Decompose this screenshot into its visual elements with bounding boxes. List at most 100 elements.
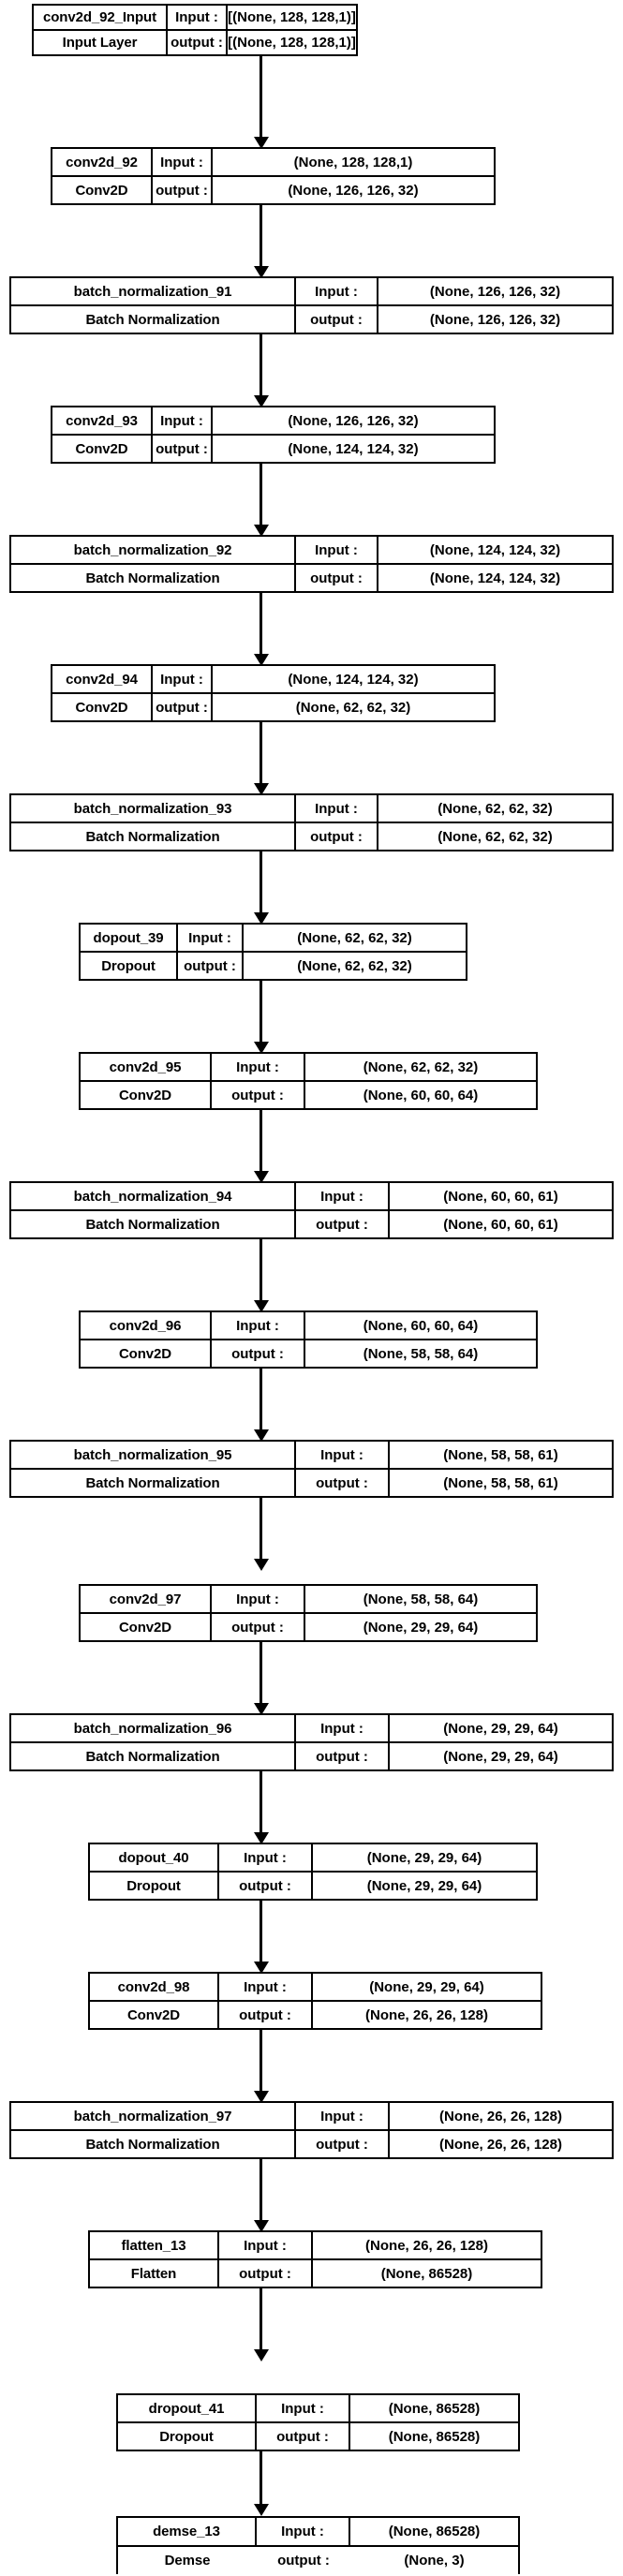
edge-12-13 [260,1642,262,1710]
input-shape: (None, 60, 60, 61) [443,1188,558,1205]
edge-6-7 [260,851,262,919]
arrowhead-4-5 [254,654,269,666]
node-batch-normalization-92[interactable]: batch_normalization_92 Input : (None, 12… [9,535,614,593]
io-label-input: Input : [257,2395,350,2421]
node-dropout-41[interactable]: dropout_41 Input : (None, 86528) Dropout… [116,2393,520,2451]
output-shape: (None, 86528) [380,2265,473,2282]
output-shape: (None, 124, 124, 32) [429,570,561,586]
node-row-input: demse_13 Input : (None, 86528) [118,2518,518,2547]
layer-name: batch_normalization_91 [11,278,296,304]
edge-1-2 [260,205,262,273]
edge-9-10 [260,1239,262,1307]
layer-type: Batch Normalization [11,2131,296,2157]
node-row-input: batch_normalization_92 Input : (None, 12… [11,537,612,565]
io-label-output: output : [296,1470,390,1496]
node-conv2d-96[interactable]: conv2d_96 Input : (None, 60, 60, 64) Con… [79,1310,538,1369]
output-shape: (None, 124, 124, 32) [288,440,419,457]
node-batch-normalization-97[interactable]: batch_normalization_97 Input : (None, 26… [9,2101,614,2159]
output-shape: (None, 62, 62, 32) [295,699,411,716]
arrowhead-7-8 [254,1042,269,1054]
node-batch-normalization-95[interactable]: batch_normalization_95 Input : (None, 58… [9,1440,614,1498]
edge-17-18 [260,2288,262,2356]
output-shape: (None, 62, 62, 32) [438,828,553,845]
layer-type: Batch Normalization [11,1743,296,1769]
input-shape: (None, 29, 29, 64) [443,1720,558,1737]
io-label-input: Input : [153,149,213,175]
node-row-output: Batch Normalization output : (None, 26, … [11,2131,612,2157]
layer-name: conv2d_92 [52,149,153,175]
edge-2-3 [260,334,262,402]
layer-type: Batch Normalization [11,1211,296,1237]
node-batch-normalization-94[interactable]: batch_normalization_94 Input : (None, 60… [9,1181,614,1239]
node-dopout-39[interactable]: dopout_39 Input : (None, 62, 62, 32) Dro… [79,923,467,981]
edge-11-12 [260,1498,262,1565]
node-row-input: conv2d_93 Input : (None, 126, 126, 32) [52,407,494,436]
output-shape: (None, 62, 62, 32) [297,957,412,974]
layer-type: Dropout [81,953,178,979]
node-row-output: Batch Normalization output : (None, 126,… [11,306,612,333]
node-row-input: conv2d_98 Input : (None, 29, 29, 64) [90,1974,541,2002]
edge-7-8 [260,981,262,1048]
io-label-input: Input : [153,666,213,692]
layer-name: demse_13 [118,2518,257,2545]
layer-type: Conv2D [52,694,153,720]
node-batch-normalization-91[interactable]: batch_normalization_91 Input : (None, 12… [9,276,614,334]
node-row-output: Conv2D output : (None, 126, 126, 32) [52,177,494,203]
arrowhead-11-12 [254,1559,269,1571]
arrowhead-3-4 [254,525,269,537]
layer-name: flatten_13 [90,2232,219,2258]
node-conv2d-95[interactable]: conv2d_95 Input : (None, 62, 62, 32) Con… [79,1052,538,1110]
node-demse-13[interactable]: demse_13 Input : (None, 86528) Demse out… [116,2516,520,2574]
layer-name: batch_normalization_96 [11,1715,296,1741]
arrowhead-16-17 [254,2220,269,2232]
layer-type: Conv2D [81,1614,212,1640]
io-label-input: Input : [296,795,378,822]
node-conv2d-92[interactable]: conv2d_92 Input : (None, 128, 128,1) Con… [51,147,496,205]
io-label-input: Input : [257,2518,350,2545]
arrowhead-0-1 [254,137,269,149]
node-row-output: Batch Normalization output : (None, 60, … [11,1211,612,1237]
arrowhead-15-16 [254,2091,269,2103]
layer-name: conv2d_97 [81,1586,212,1612]
node-row-output: Demse output : (None, 3) [118,2547,518,2574]
node-conv2d-97[interactable]: conv2d_97 Input : (None, 58, 58, 64) Con… [79,1584,538,1642]
io-label-output: output : [219,2002,313,2028]
layer-type: Flatten [90,2260,219,2287]
io-label-input: Input : [296,1715,390,1741]
node-dopout-40[interactable]: dopout_40 Input : (None, 29, 29, 64) Dro… [88,1843,538,1901]
node-conv2d-98[interactable]: conv2d_98 Input : (None, 29, 29, 64) Con… [88,1972,542,2030]
output-shape: (None, 126, 126, 32) [288,182,419,199]
edge-14-15 [260,1901,262,1968]
layer-name: batch_normalization_94 [11,1183,296,1209]
io-label-input: Input : [296,537,378,563]
node-conv2d-93[interactable]: conv2d_93 Input : (None, 126, 126, 32) C… [51,406,496,464]
layer-name: conv2d_94 [52,666,153,692]
node-batch-normalization-96[interactable]: batch_normalization_96 Input : (None, 29… [9,1713,614,1771]
input-shape: (None, 58, 58, 64) [363,1591,479,1607]
input-shape: (None, 29, 29, 64) [369,1978,484,1995]
node-row-input: batch_normalization_94 Input : (None, 60… [11,1183,612,1211]
output-shape: (None, 3) [404,2553,465,2569]
edge-0-1 [260,56,262,143]
layer-name: batch_normalization_93 [11,795,296,822]
node-row-input: flatten_13 Input : (None, 26, 26, 128) [90,2232,541,2260]
node-row-input: conv2d_96 Input : (None, 60, 60, 64) [81,1312,536,1340]
node-row-output: Dropout output : (None, 62, 62, 32) [81,953,466,979]
node-batch-normalization-93[interactable]: batch_normalization_93 Input : (None, 62… [9,793,614,851]
input-shape: (None, 126, 126, 32) [429,283,561,300]
output-shape: (None, 58, 58, 64) [363,1345,479,1362]
io-label-output: output : [153,694,213,720]
input-shape: (None, 62, 62, 32) [297,929,412,946]
node-conv2d-94[interactable]: conv2d_94 Input : (None, 124, 124, 32) C… [51,664,496,722]
layer-name: dropout_41 [118,2395,257,2421]
layer-name: batch_normalization_95 [11,1442,296,1468]
layer-type: Demse [164,2553,211,2569]
node-conv2d-92-input[interactable]: conv2d_92_Input Input : [(None, 128, 128… [32,4,358,56]
node-row-input: batch_normalization_96 Input : (None, 29… [11,1715,612,1743]
layer-type: Dropout [90,1873,219,1899]
io-label-input: Input : [219,2232,313,2258]
node-row-input: conv2d_92 Input : (None, 128, 128,1) [52,149,494,177]
node-flatten-13[interactable]: flatten_13 Input : (None, 26, 26, 128) F… [88,2230,542,2288]
io-label-input: Input : [212,1312,305,1339]
